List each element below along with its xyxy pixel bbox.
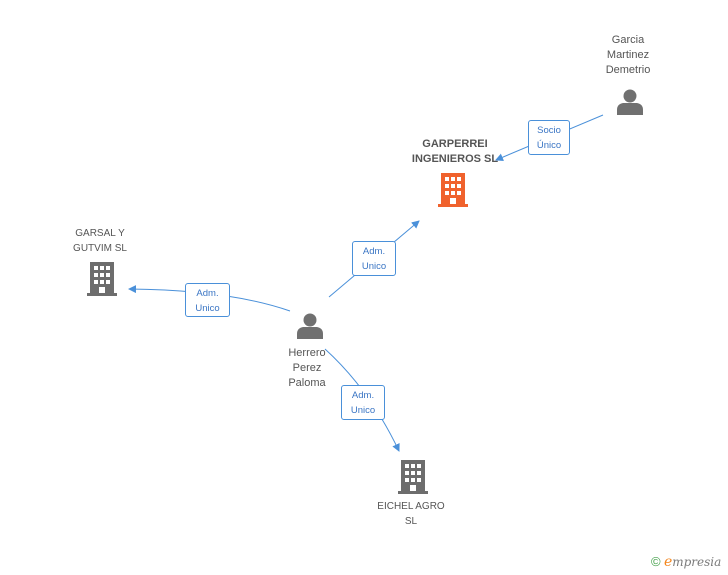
building-icon[interactable]	[87, 262, 117, 296]
edge-label-adm-garsal[interactable]: Adm. Unico	[185, 283, 230, 317]
edge-label-adm-eichel[interactable]: Adm. Unico	[341, 385, 385, 420]
node-label-garsal[interactable]: GARSAL Y GUTVIM SL	[73, 228, 127, 254]
edge-label-adm-garperrei[interactable]: Adm. Unico	[352, 241, 396, 276]
empresia-logo: e	[663, 554, 673, 570]
node-label-garcia[interactable]: Garcia Martinez Demetrio	[605, 34, 651, 76]
empresia-brand-text: mpresia	[672, 555, 722, 569]
empresia-footer[interactable]: © empresia	[651, 554, 721, 570]
person-icon[interactable]	[297, 313, 323, 340]
building-icon[interactable]	[398, 460, 428, 494]
node-label-eichel[interactable]: EICHEL AGRO SL	[377, 501, 445, 527]
node-label-garperrei[interactable]: GARPERREI INGENIEROS SL	[411, 138, 499, 165]
building-icon[interactable]	[438, 173, 468, 207]
node-label-herrero[interactable]: Herrero Perez Paloma	[288, 347, 326, 389]
person-icon[interactable]	[617, 89, 643, 116]
edge-label-socio-unico[interactable]: Socio Único	[528, 120, 570, 155]
copyright-icon: ©	[651, 554, 661, 569]
